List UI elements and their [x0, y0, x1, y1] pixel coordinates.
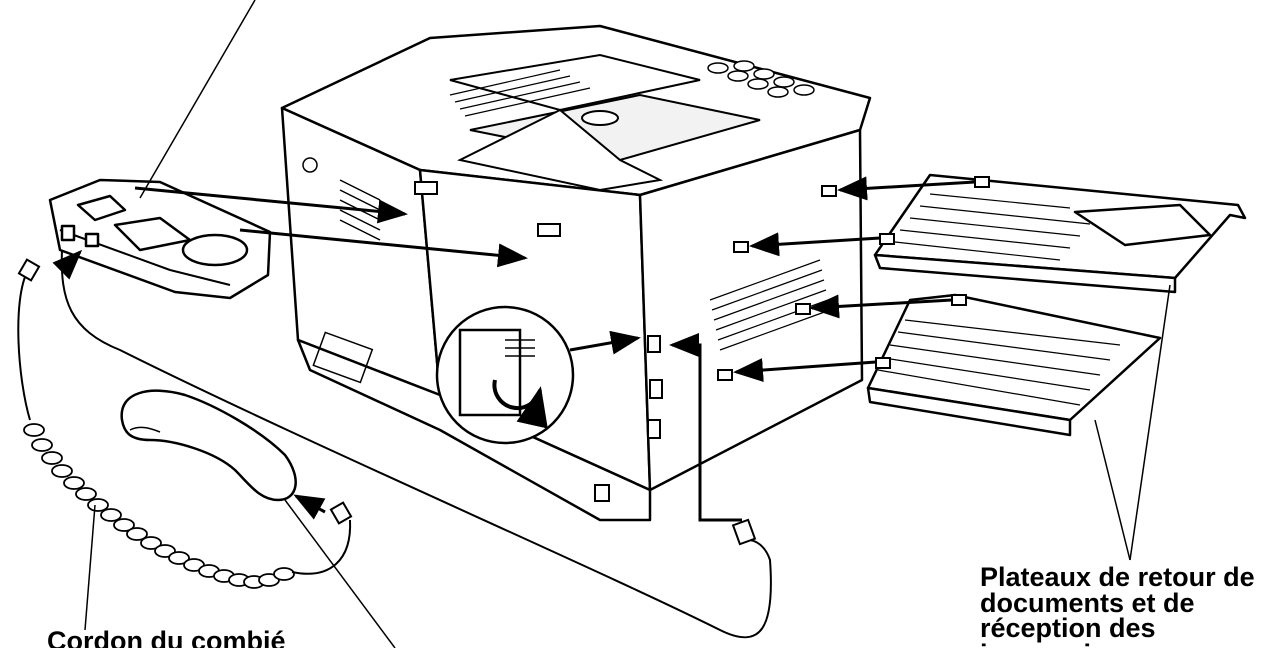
tray-arrows [733, 176, 976, 383]
fax-control-panel [449, 53, 815, 192]
fax-plug-arrow [669, 333, 742, 522]
connector-zoom-inset [435, 305, 575, 445]
cord-coils [23, 423, 295, 589]
handset [120, 389, 297, 502]
handset-cradle [48, 178, 272, 300]
output-tray-lower [866, 293, 1162, 437]
handset-coiled-cord [17, 269, 31, 421]
fax-right-side [638, 128, 864, 492]
cradle-leader-line [139, 0, 256, 199]
cord-tail [291, 519, 352, 575]
cord-leader-line [84, 504, 96, 631]
cradle-arrows [52, 186, 528, 280]
tray-tabs [875, 176, 990, 369]
handset-plug-arrow [293, 494, 326, 520]
output-trays-label: Plateaux de retour de documents et de ré… [980, 562, 1262, 648]
handset-cord-label: Cordon du combié [47, 626, 286, 648]
cradle-to-fax-cable [60, 249, 772, 639]
inset-pointer-arrow [569, 330, 641, 355]
tray-leader-lines [1094, 284, 1171, 561]
output-tray-upper [873, 173, 1247, 294]
fax-plug [731, 518, 757, 546]
trays-label-line-4: impressions [980, 641, 1262, 648]
trays-label-line-2: documents et de [980, 587, 1195, 618]
trays-label-line-1: Plateaux de retour de [980, 562, 1255, 592]
cradle-plug [17, 258, 41, 282]
fax-slots [414, 181, 837, 502]
handset-leader-line [284, 499, 396, 648]
trays-label-line-3: réception des [980, 613, 1156, 644]
handset-plug [329, 501, 353, 525]
